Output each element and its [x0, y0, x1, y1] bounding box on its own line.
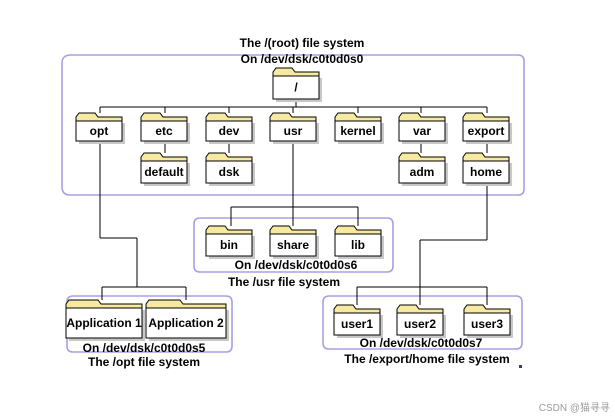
folder-front — [463, 312, 511, 336]
folder-label-usr: usr — [284, 124, 303, 138]
folder-front — [269, 233, 317, 257]
folder-application-2[interactable]: Application 2 — [145, 299, 229, 341]
opt-fs-title: The /opt file system — [88, 355, 200, 369]
folder-adm[interactable]: adm — [398, 152, 448, 186]
folder-front — [205, 233, 253, 257]
usr-fs-title: The /usr file system — [228, 275, 340, 289]
folder-front — [272, 75, 320, 100]
folder-dsk[interactable]: dsk — [205, 152, 255, 186]
folder-label-user3: user3 — [471, 317, 503, 331]
opt-fs-region — [66, 295, 233, 353]
root-fs-title: The /(root) file system — [240, 36, 365, 50]
folder-front — [462, 160, 510, 184]
folder-share[interactable]: share — [269, 225, 319, 259]
folder-front — [334, 233, 382, 257]
folder-label-var: var — [413, 124, 431, 138]
folder-etc[interactable]: etc — [140, 112, 190, 144]
folder-label-export: export — [468, 124, 505, 138]
usr-fs-device: On /dev/dsk/c0t0d0s6 — [235, 258, 358, 272]
folder-front — [333, 312, 381, 336]
folder-front — [140, 160, 188, 184]
folder-label-dev: dev — [219, 124, 240, 138]
folder-user3[interactable]: user3 — [463, 304, 513, 338]
folder-label-bin: bin — [220, 238, 238, 252]
folder-front — [269, 120, 317, 142]
folder-usr[interactable]: usr — [269, 112, 319, 144]
folder-front — [398, 120, 446, 142]
folder-dev[interactable]: dev — [205, 112, 255, 144]
folder-front — [334, 120, 382, 142]
folder-label-etc: etc — [155, 124, 173, 138]
folder-front — [396, 312, 444, 336]
folder-front — [398, 160, 446, 184]
folder-var[interactable]: var — [398, 112, 448, 144]
folder-label-adm: adm — [410, 165, 435, 179]
folders-layer: / opt etc dev usr kernel var export default dsk ad… — [65, 67, 513, 341]
folder-user2[interactable]: user2 — [396, 304, 446, 338]
folder-label-user1: user1 — [341, 317, 373, 331]
opt-fs-device: On /dev/dsk/c0t0d0s5 — [83, 341, 206, 355]
folder-label-dsk: dsk — [219, 165, 240, 179]
folder-front — [462, 120, 510, 142]
folder-label-user2: user2 — [404, 317, 436, 331]
root-fs-region — [61, 54, 525, 196]
folder-front — [205, 160, 253, 184]
home-fs-device: On /dev/dsk/c0t0d0s7 — [360, 336, 483, 350]
folder-kernel[interactable]: kernel — [334, 112, 384, 144]
home-fs-title: The /export/home file system — [344, 352, 509, 366]
folder-label-default: default — [144, 165, 183, 179]
folder-opt[interactable]: opt — [75, 112, 125, 144]
folder-label-share: share — [277, 238, 309, 252]
folder-label-application-1: Application 1 — [66, 316, 142, 330]
watermark: CSDN @猫寻寻 — [539, 401, 610, 414]
folder-front — [75, 120, 123, 142]
home-fs-region — [322, 295, 523, 350]
folder-bin[interactable]: bin — [205, 225, 255, 259]
root-fs-device: On /dev/dsk/c0t0d0s0 — [241, 52, 364, 66]
usr-fs-region — [193, 217, 394, 273]
folder-user1[interactable]: user1 — [333, 304, 383, 338]
folder-front — [65, 307, 143, 339]
folder-label-home: home — [470, 165, 502, 179]
folder-root[interactable]: / — [272, 67, 322, 102]
folder-application-1[interactable]: Application 1 — [65, 299, 145, 341]
folder-label-lib: lib — [351, 238, 365, 252]
folder-label-root: / — [294, 81, 298, 95]
folder-home[interactable]: home — [462, 152, 512, 186]
tree-connectors — [99, 100, 488, 305]
folder-front — [140, 120, 188, 142]
marker-dot — [519, 365, 522, 368]
folder-lib[interactable]: lib — [334, 225, 384, 259]
folder-label-opt: opt — [90, 124, 109, 138]
folder-label-kernel: kernel — [340, 124, 375, 138]
folder-front — [145, 307, 227, 339]
folder-label-application-2: Application 2 — [148, 316, 224, 330]
folder-front — [205, 120, 253, 142]
folder-default[interactable]: default — [140, 152, 190, 186]
folder-export[interactable]: export — [462, 112, 512, 144]
